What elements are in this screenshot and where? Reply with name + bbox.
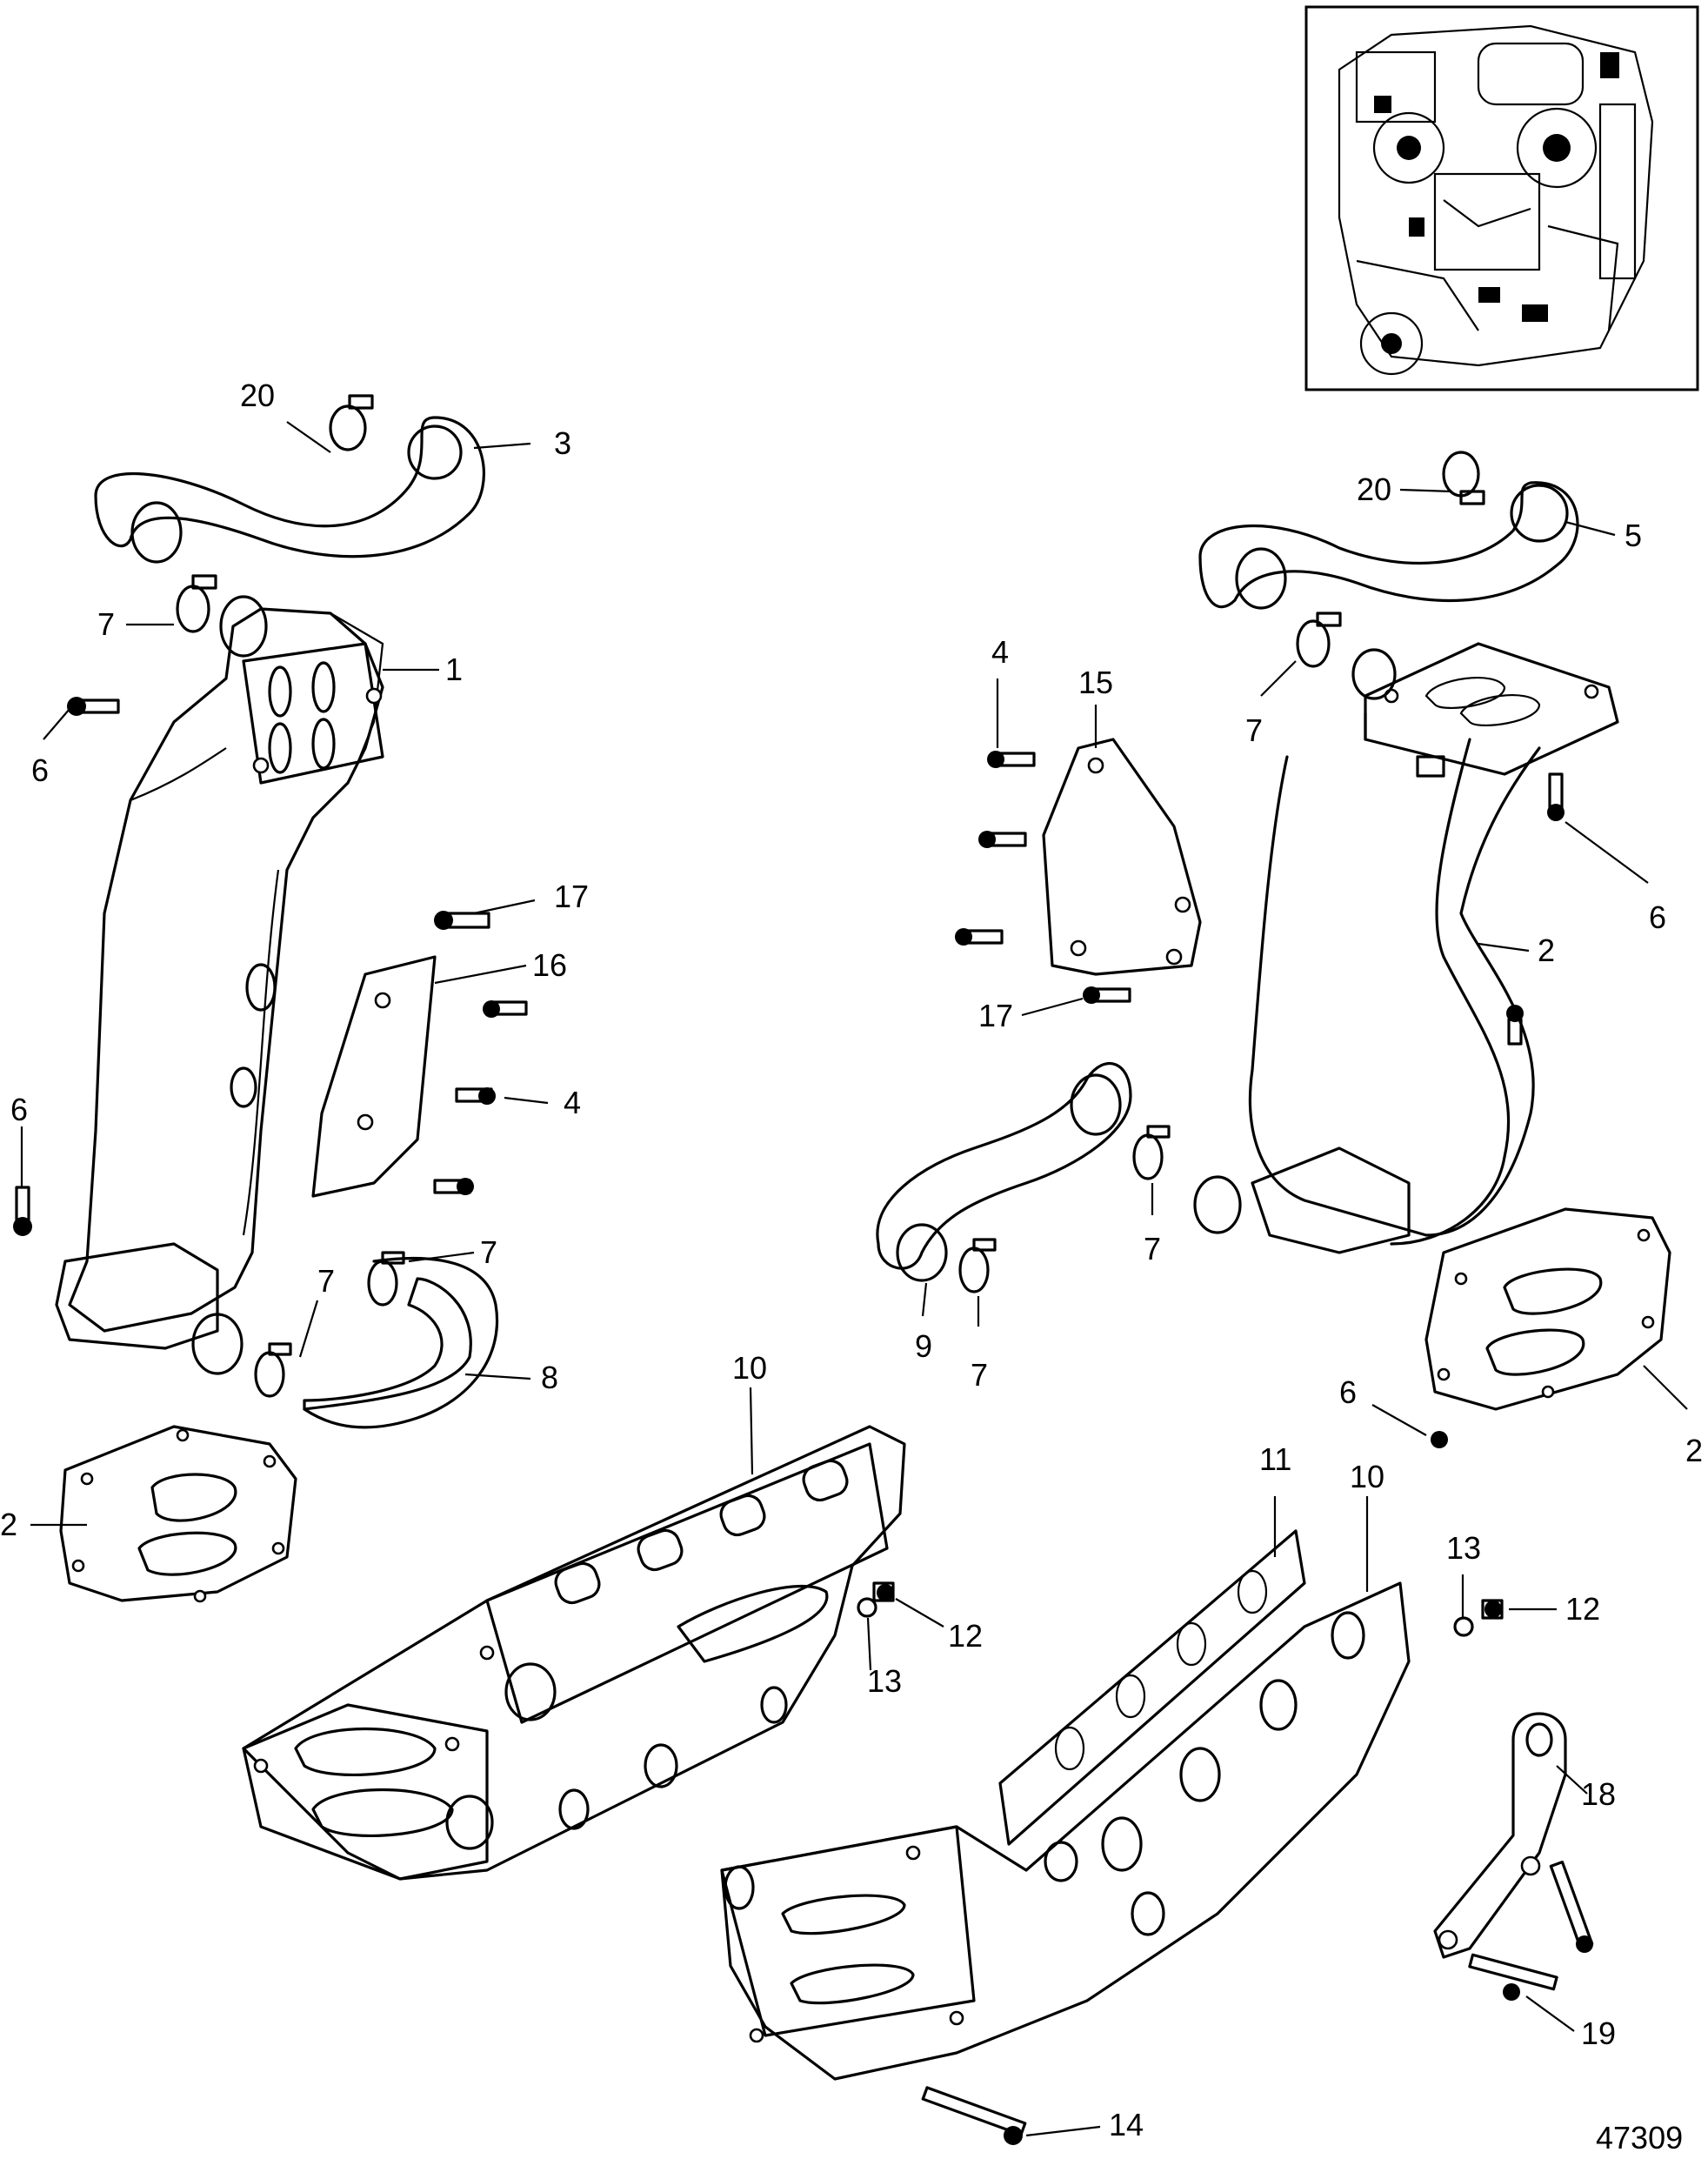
figure-number: 47309	[1596, 2120, 1683, 2156]
washer-13-right	[1453, 1616, 1474, 1637]
bolt-14	[921, 2086, 1027, 2145]
gasket-2-left	[59, 1425, 297, 1603]
clamp-20	[329, 404, 367, 451]
exhaust-manifold-10-right	[720, 1581, 1411, 2081]
callout-11: 11	[1259, 1441, 1291, 1477]
callout-13: 13	[1446, 1530, 1481, 1566]
callout-4: 4	[564, 1085, 581, 1120]
bolt-6-right	[1431, 772, 1565, 1448]
callout-labels: 20 3 7 1 6 17 16 4 6 7 7 8 2 10 12 13 20…	[0, 378, 1703, 2156]
bolt-17-right	[1083, 986, 1131, 1004]
callout-20: 20	[240, 378, 275, 413]
gasket-2-right	[1424, 1207, 1671, 1411]
callout-6: 6	[1339, 1374, 1357, 1410]
callout-7: 7	[480, 1234, 497, 1270]
gasket-11	[998, 1529, 1306, 1846]
callout-2: 2	[1685, 1433, 1703, 1468]
callout-17: 17	[554, 879, 589, 914]
callout-16: 16	[532, 947, 567, 983]
washer-13-left	[857, 1597, 877, 1618]
clamp-7	[176, 585, 210, 633]
callout-3: 3	[554, 425, 571, 461]
callout-17: 17	[978, 998, 1013, 1033]
callout-15: 15	[1078, 665, 1113, 700]
hose-8	[303, 1277, 472, 1411]
left-exhaust-elbow-assembly	[13, 394, 528, 1429]
callout-12: 12	[948, 1618, 983, 1654]
callout-4: 4	[991, 634, 1009, 670]
stud-12-right	[1481, 1599, 1504, 1620]
hose-5	[1198, 481, 1579, 609]
hose-3	[94, 416, 485, 558]
callout-2: 2	[1538, 932, 1555, 968]
callout-7: 7	[1245, 712, 1263, 748]
bolt-19	[1468, 1861, 1594, 2001]
stud-12-left	[872, 1581, 895, 1602]
leader-lines	[20, 421, 1688, 2137]
callout-5: 5	[1625, 518, 1642, 553]
callout-9: 9	[915, 1328, 932, 1364]
hose-9	[876, 1062, 1132, 1270]
riser-2-right	[1248, 746, 1541, 1237]
bracket-15	[1042, 738, 1202, 976]
bolt-4-right	[955, 751, 1036, 946]
callout-20: 20	[1357, 471, 1391, 507]
exhaust-manifold-10-left	[242, 1425, 906, 1881]
riser-1	[68, 607, 384, 1333]
callout-19: 19	[1581, 2015, 1616, 2051]
callout-1: 1	[445, 652, 463, 687]
bracket-18	[1433, 1712, 1567, 1959]
callout-10: 10	[1350, 1459, 1384, 1494]
callout-12: 12	[1565, 1591, 1600, 1627]
callout-13: 13	[867, 1663, 902, 1699]
callout-8: 8	[541, 1360, 558, 1395]
bolt-17	[434, 911, 490, 930]
callout-7: 7	[1144, 1231, 1161, 1267]
engine-locator-inset	[1304, 5, 1699, 391]
bracket-16	[311, 955, 437, 1198]
callout-2: 2	[0, 1507, 17, 1542]
callout-7: 7	[317, 1263, 335, 1299]
bolt-4	[433, 1000, 528, 1195]
callout-7: 7	[971, 1357, 988, 1393]
callout-6: 6	[1649, 899, 1666, 935]
callout-7: 7	[97, 606, 115, 642]
right-exhaust-elbow-assembly	[876, 451, 1619, 1448]
callout-14: 14	[1109, 2107, 1144, 2142]
callout-6: 6	[10, 1092, 28, 1127]
callout-18: 18	[1581, 1776, 1616, 1812]
callout-10: 10	[732, 1350, 767, 1386]
callout-6: 6	[31, 752, 49, 788]
